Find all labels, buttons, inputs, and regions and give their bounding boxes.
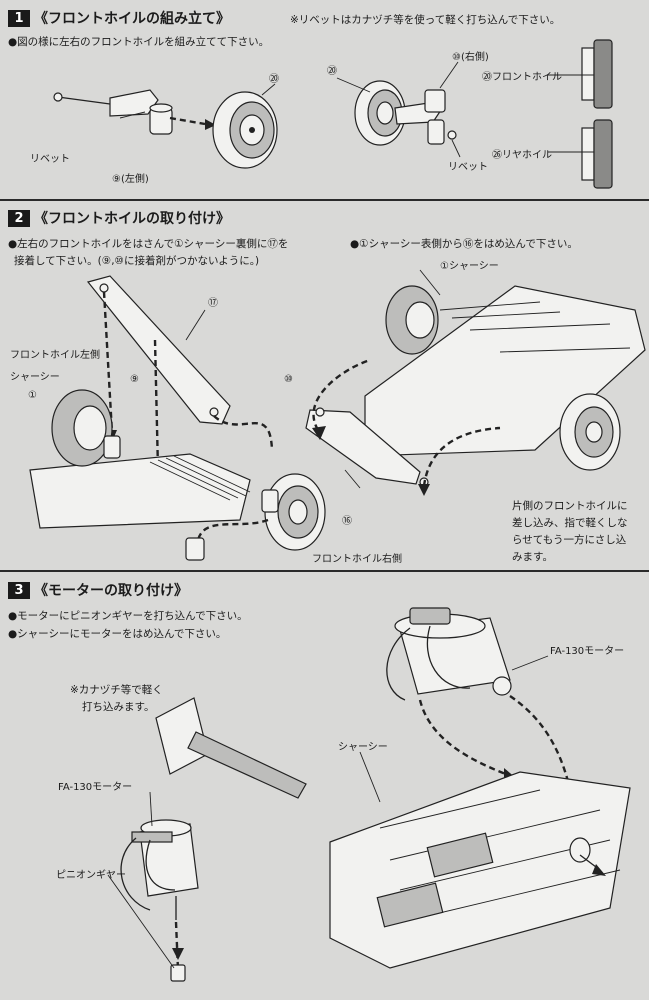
section-1-rivet-note: ※リベットはカナヅチ等を使って軽く打ち込んで下さい。 (290, 14, 561, 26)
label-rear-wheel: ㉖リヤホイル (492, 150, 552, 161)
step-number-2: 2 (8, 209, 30, 227)
section-2-instruction-line-1: ●左右のフロントホイルをはさんで①シャーシー裏側に⑰を (8, 238, 289, 250)
section-front-wheel-mounting: 2 《フロントホイルの取り付け》 ●左右のフロントホイルをはさんで①シャーシー裏… (0, 200, 649, 570)
divider-1 (0, 199, 649, 201)
label-rivet-left: リベット (30, 154, 70, 165)
section-3-header: 3 《モーターの取り付け》 (8, 580, 188, 600)
section-2-header: 2 《フロントホイルの取り付け》 (8, 208, 230, 228)
label-chassis-1-right: ①シャーシー (440, 261, 499, 272)
section-1-instruction: ●図の様に左右のフロントホイルを組み立てて下さい。 (8, 36, 270, 48)
label-motor-left: FA-130モーター (58, 782, 133, 793)
label-part-16: ⑯ (342, 516, 352, 527)
label-pinion-gear: ピニオンギヤー (56, 870, 126, 881)
label-front-wheel-left-side: フロントホイル左側 (10, 350, 100, 361)
section-front-wheel-assembly: 1 《フロントホイルの組み立て》 ●図の様に左右のフロントホイルを組み立てて下さ… (0, 0, 649, 200)
section-2-note-line-1: 片側のフロントホイルに (512, 500, 628, 512)
step-number-3: 3 (8, 581, 30, 599)
section-3-instruction-line-2: ●シャーシーにモーターをはめ込んで下さい。 (8, 628, 227, 640)
section-2-title: 《フロントホイルの取り付け》 (34, 211, 230, 227)
label-rivet-right: リベット (448, 162, 488, 173)
front-wheel-mounting-illustration (29, 269, 646, 561)
label-part-9-left-side: ⑨(左側) (112, 174, 149, 185)
section-motor-mounting: 3 《モーターの取り付け》 ●モーターにピニオンギヤーを打ち込んで下さい。 ●シ… (0, 570, 649, 1000)
label-part-20-right: ⑳ (327, 66, 337, 77)
section-3-title: 《モーターの取り付け》 (34, 583, 188, 599)
label-part-10: ⑩ (284, 374, 293, 385)
section-3-instruction-line-1: ●モーターにピニオンギヤーを打ち込んで下さい。 (8, 610, 248, 622)
section-2-instruction-right: ●①シャーシー表側から⑯をはめ込んで下さい。 (350, 238, 578, 250)
section-2-note-line-4: みます。 (512, 551, 553, 563)
label-part-1: ① (28, 390, 37, 401)
section-2-note-line-3: らせてもう一方にさし込 (512, 534, 627, 546)
label-front-wheel-right-side: フロントホイル右側 (312, 554, 402, 565)
motor-mounting-illustration (107, 607, 631, 982)
section-2-instruction-line-2: 接着して下さい。(⑨,⑩に接着剤がつかないように。) (14, 255, 260, 267)
step-number-1: 1 (8, 9, 30, 27)
label-chassis: シャーシー (338, 742, 388, 753)
section-2-note-line-2: 差し込み、指で軽くしな (512, 517, 628, 529)
label-part-9: ⑨ (130, 374, 139, 385)
label-part-10-right-side: ⑩(右側) (452, 52, 489, 63)
section-3-hammer-note-line-1: ※カナヅチ等で軽く (70, 684, 163, 696)
section-1-header: 1 《フロントホイルの組み立て》 (8, 8, 230, 28)
label-front-wheel: ⑳フロントホイル (482, 72, 562, 83)
label-part-17: ⑰ (208, 298, 218, 309)
label-part-20-left: ⑳ (269, 74, 279, 85)
label-motor-right: FA-130モーター (550, 646, 625, 657)
label-chassis-left: シャーシー (10, 372, 60, 383)
section-3-hammer-note-line-2: 打ち込みます。 (82, 701, 155, 713)
divider-2 (0, 570, 649, 572)
front-wheel-assembly-illustration (53, 39, 613, 189)
section-1-title: 《フロントホイルの組み立て》 (34, 11, 230, 27)
